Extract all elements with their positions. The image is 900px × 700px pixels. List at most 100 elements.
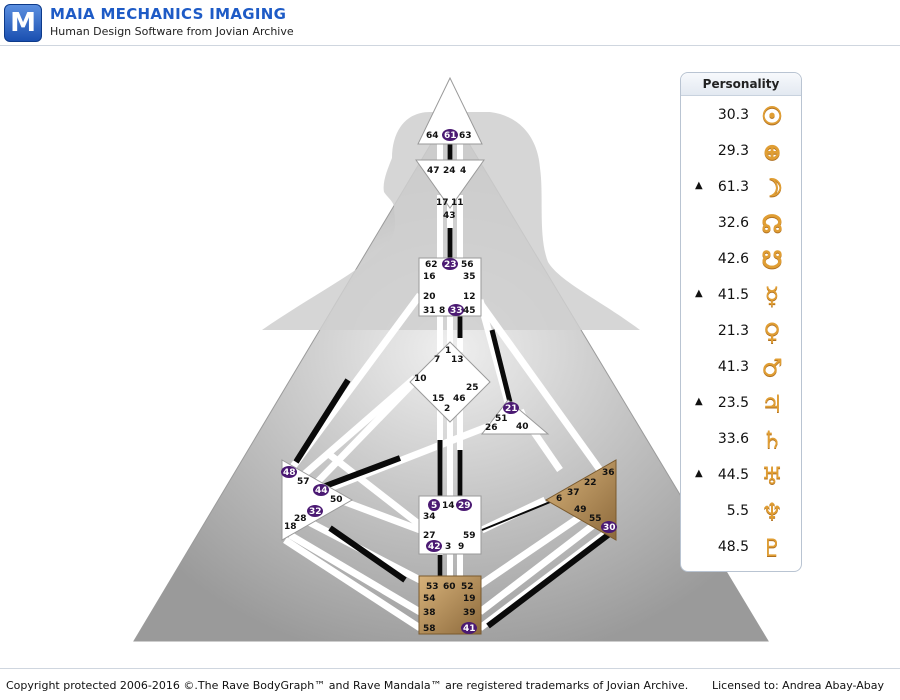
personality-header: Personality <box>681 73 801 96</box>
venus-icon: ♀ <box>763 317 781 346</box>
personality-row: ▲ 41.5 ☿ <box>681 281 801 311</box>
gate-14: 14 <box>442 501 455 511</box>
gate-18: 18 <box>284 522 297 532</box>
gate-50: 50 <box>330 495 343 505</box>
gate-28: 28 <box>294 514 307 524</box>
gate-35: 35 <box>463 272 476 282</box>
copyright-text: Copyright protected 2006-2016 ©.The Rave… <box>6 679 689 692</box>
gate-54: 54 <box>423 594 436 604</box>
gate-31: 31 <box>423 306 436 316</box>
planet-value: 32.6 <box>717 215 749 231</box>
gate-51: 51 <box>495 414 508 424</box>
gate-42: 42 <box>428 542 441 552</box>
head-center <box>417 76 483 145</box>
uranus-icon: ♅ <box>761 461 783 490</box>
mars-icon: ♂ <box>761 353 783 382</box>
app-subtitle: Human Design Software from Jovian Archiv… <box>50 25 294 38</box>
gate-53: 53 <box>426 582 439 592</box>
gate-39: 39 <box>463 608 476 618</box>
marker-icon: ▲ <box>695 396 703 407</box>
gate-41: 41 <box>463 624 476 634</box>
personality-row: 41.3 ♂ <box>681 353 801 383</box>
planet-value: 29.3 <box>717 143 749 159</box>
marker-icon: ▲ <box>695 180 703 191</box>
active-gates <box>281 129 617 634</box>
gate-29: 29 <box>458 501 471 511</box>
personality-row: ▲61.3☽ <box>681 173 801 203</box>
gate-58: 58 <box>423 624 436 634</box>
moon-icon: ☽ <box>761 173 783 202</box>
gate-8: 8 <box>439 306 445 316</box>
gate-16: 16 <box>423 272 436 282</box>
gate-6: 6 <box>556 494 562 504</box>
gate-49: 49 <box>574 505 587 515</box>
gate-27: 27 <box>423 531 436 541</box>
gate-10: 10 <box>414 374 427 384</box>
gate-21: 21 <box>505 404 518 414</box>
main-area: 64 61 63 47 24 4 17 11 43 62 23 56 16 35… <box>0 46 900 668</box>
gate-17: 17 <box>436 198 449 208</box>
planet-value: 30.3 <box>717 107 749 123</box>
gate-4: 4 <box>460 166 466 176</box>
gate-40: 40 <box>516 422 529 432</box>
saturn-icon: ♄ <box>761 425 783 454</box>
planet-value: 44.5 <box>717 467 749 483</box>
license-text: Licensed to: Andrea Abay-Abay <box>711 679 884 692</box>
gate-9: 9 <box>458 542 464 552</box>
gate-52: 52 <box>461 582 474 592</box>
gate-30: 30 <box>603 523 616 533</box>
gate-60: 60 <box>443 582 456 592</box>
gate-1: 1 <box>445 346 451 356</box>
gate-34: 34 <box>423 512 436 522</box>
personality-panel: Personality 30.3 ☉ 29.3⊕ ▲61.3☽ 32.6☊ 42.6 ☋ ▲ 4… <box>680 72 802 572</box>
gate-labels: 64 61 63 47 24 4 17 11 43 62 23 56 16 35… <box>283 131 616 634</box>
gate-15: 15 <box>432 394 445 404</box>
gate-26: 26 <box>485 423 498 433</box>
gate-46: 46 <box>453 394 466 404</box>
planet-value: 41.5 <box>717 287 749 303</box>
gate-55: 55 <box>589 514 602 524</box>
gate-38: 38 <box>423 608 436 618</box>
gate-59: 59 <box>463 531 476 541</box>
solar-plexus-center <box>544 459 617 541</box>
personality-row: 48.5♇ <box>681 533 801 563</box>
app-logo: M <box>4 4 42 42</box>
defined-channels <box>293 142 614 629</box>
app-title: MAIA MECHANICS IMAGING <box>50 5 287 23</box>
planet-value: 41.3 <box>717 359 749 375</box>
gate-37: 37 <box>567 488 580 498</box>
pluto-icon: ♇ <box>761 533 783 562</box>
gate-2: 2 <box>444 404 450 414</box>
gate-64: 64 <box>426 131 439 141</box>
gate-5: 5 <box>431 501 437 511</box>
gate-33: 33 <box>450 306 463 316</box>
personality-row: ▲44.5♅ <box>681 461 801 491</box>
gate-23: 23 <box>444 260 457 270</box>
planet-value: 5.5 <box>726 503 749 519</box>
personality-row: 33.6♄ <box>681 425 801 455</box>
planet-value: 23.5 <box>717 395 749 411</box>
gate-43: 43 <box>443 211 456 221</box>
gate-13: 13 <box>451 355 464 365</box>
south-node-icon: ☋ <box>761 245 783 274</box>
gate-25: 25 <box>466 383 479 393</box>
gate-57: 57 <box>297 477 310 487</box>
spleen-center <box>281 459 354 541</box>
gate-47: 47 <box>427 166 440 176</box>
gate-20: 20 <box>423 292 436 302</box>
gate-48: 48 <box>283 468 296 478</box>
gate-19: 19 <box>463 594 476 604</box>
gate-63: 63 <box>459 131 472 141</box>
planet-value: 42.6 <box>717 251 749 267</box>
gate-3: 3 <box>445 542 451 552</box>
marker-icon: ▲ <box>695 288 703 299</box>
personality-row: 30.3 ☉ <box>681 101 801 131</box>
personality-row: 32.6☊ <box>681 209 801 239</box>
personality-row: ▲23.5♃ <box>681 389 801 419</box>
sun-icon: ☉ <box>761 101 783 130</box>
gate-12: 12 <box>463 292 476 302</box>
mercury-icon: ☿ <box>764 281 780 310</box>
personality-row: 29.3⊕ <box>681 137 801 167</box>
app-header: M MAIA MECHANICS IMAGING Human Design So… <box>0 0 900 46</box>
gate-45: 45 <box>463 306 476 316</box>
